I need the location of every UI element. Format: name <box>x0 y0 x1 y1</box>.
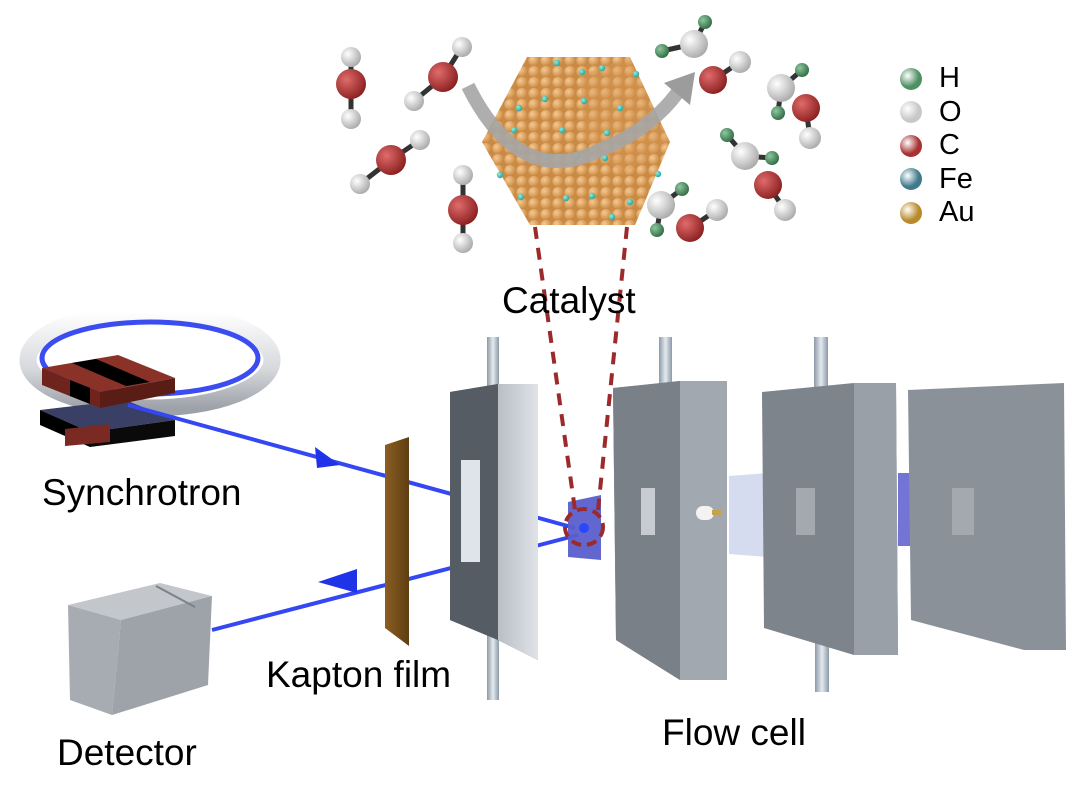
carbon-atom <box>676 214 704 242</box>
flow-cell-label: Flow cell <box>662 712 806 753</box>
fe-atom <box>608 213 616 221</box>
fe-atom <box>598 64 606 72</box>
fe-atom <box>553 59 561 67</box>
oxygen-atom <box>767 74 795 102</box>
oxygen-atom <box>729 51 751 73</box>
oxygen-atom <box>731 142 759 170</box>
carbon-atom <box>448 195 478 225</box>
oxygen-atom <box>453 233 473 253</box>
fe-atom <box>580 97 588 105</box>
reaction-arrow <box>461 82 684 169</box>
oxygen-atom-icon <box>900 101 922 124</box>
carbon-atom <box>792 94 820 122</box>
window-1 <box>461 460 480 562</box>
window-3 <box>796 488 815 535</box>
carbon-atom-icon <box>900 134 922 157</box>
tube-bottom-3 <box>815 640 829 692</box>
hydrogen-atom <box>698 15 712 29</box>
flow-cell-plate-3 <box>762 337 933 692</box>
oxygen-atom <box>350 174 370 194</box>
gold-atom-icon <box>900 201 922 224</box>
fe-atom <box>558 126 566 134</box>
fe-atom <box>654 170 662 178</box>
fe-atom <box>510 126 518 134</box>
hydrogen-atom <box>655 44 669 58</box>
fe-atom <box>517 193 525 201</box>
carbon-atom <box>376 145 406 175</box>
oxygen-atom <box>453 165 473 185</box>
detector-illustration <box>68 583 212 715</box>
fe-atom <box>578 68 586 76</box>
flow-cell-plate-1 <box>450 337 538 700</box>
fe-atom <box>626 198 634 206</box>
oxygen-atom <box>341 47 361 67</box>
hydrogen-atom <box>650 223 664 237</box>
legend-item-au: Au <box>900 196 974 230</box>
kapton-film-label: Kapton film <box>266 654 452 695</box>
window-4 <box>952 488 974 535</box>
oxygen-atom <box>410 130 430 150</box>
catalyst-label: Catalyst <box>502 280 636 321</box>
flow-cell-plate-4 <box>908 383 1066 650</box>
hydrogen-atom <box>795 63 809 77</box>
molecules <box>336 15 821 253</box>
oxygen-atom <box>774 199 796 221</box>
kapton-film <box>385 437 409 646</box>
fe-atom <box>541 95 549 103</box>
tube-bottom-1 <box>487 620 499 700</box>
fe-atom <box>632 70 640 78</box>
oxygen-atom <box>404 91 424 111</box>
oxygen-atom <box>647 191 675 219</box>
fe-atom <box>616 104 624 112</box>
inlet-port <box>696 506 714 520</box>
oxygen-atom <box>680 30 708 58</box>
oxygen-atom <box>452 37 472 57</box>
legend-item-o: O <box>900 96 974 130</box>
scattered-beam-arrow <box>318 569 357 593</box>
membrane <box>729 473 768 557</box>
element-legend: H O C Fe Au <box>900 62 974 230</box>
flow-cell-plate-2 <box>613 337 768 680</box>
carbon-atom <box>428 62 458 92</box>
synchrotron-label: Synchrotron <box>42 472 242 513</box>
legend-item-fe: Fe <box>900 163 974 197</box>
carbon-atom <box>699 66 727 94</box>
fe-atom <box>603 129 611 137</box>
oxygen-atom <box>341 109 361 129</box>
fe-atom <box>562 194 570 202</box>
oxygen-atom <box>799 127 821 149</box>
legend-item-h: H <box>900 62 974 96</box>
window-2 <box>641 488 655 535</box>
storage-ring <box>19 303 281 417</box>
fe-atom <box>601 154 609 162</box>
oxygen-atom <box>706 199 728 221</box>
incident-beam-arrow <box>315 447 340 468</box>
fe-atom <box>515 104 523 112</box>
tube-top-1 <box>487 337 499 392</box>
hydrogen-atom <box>771 106 785 120</box>
detector-label: Detector <box>57 732 197 773</box>
iron-atom-icon <box>900 168 922 191</box>
hydrogen-atom-icon <box>900 67 922 90</box>
carbon-atom <box>336 69 366 99</box>
carbon-atom <box>754 171 782 199</box>
fe-atom <box>588 192 596 200</box>
beam-spot <box>579 523 589 533</box>
zoom-link-right <box>596 226 629 511</box>
tube-top-2 <box>659 337 672 395</box>
zoom-link-left <box>533 226 577 511</box>
tube-top-3 <box>814 337 828 392</box>
fe-atom <box>496 171 504 179</box>
hydrogen-atom <box>675 182 689 196</box>
hydrogen-atom <box>765 151 779 165</box>
reaction-arrow-head <box>664 72 695 105</box>
synchrotron-illustration <box>19 303 281 447</box>
legend-item-c: C <box>900 129 974 163</box>
hydrogen-atom <box>720 128 734 142</box>
highlight-circle <box>563 507 605 547</box>
